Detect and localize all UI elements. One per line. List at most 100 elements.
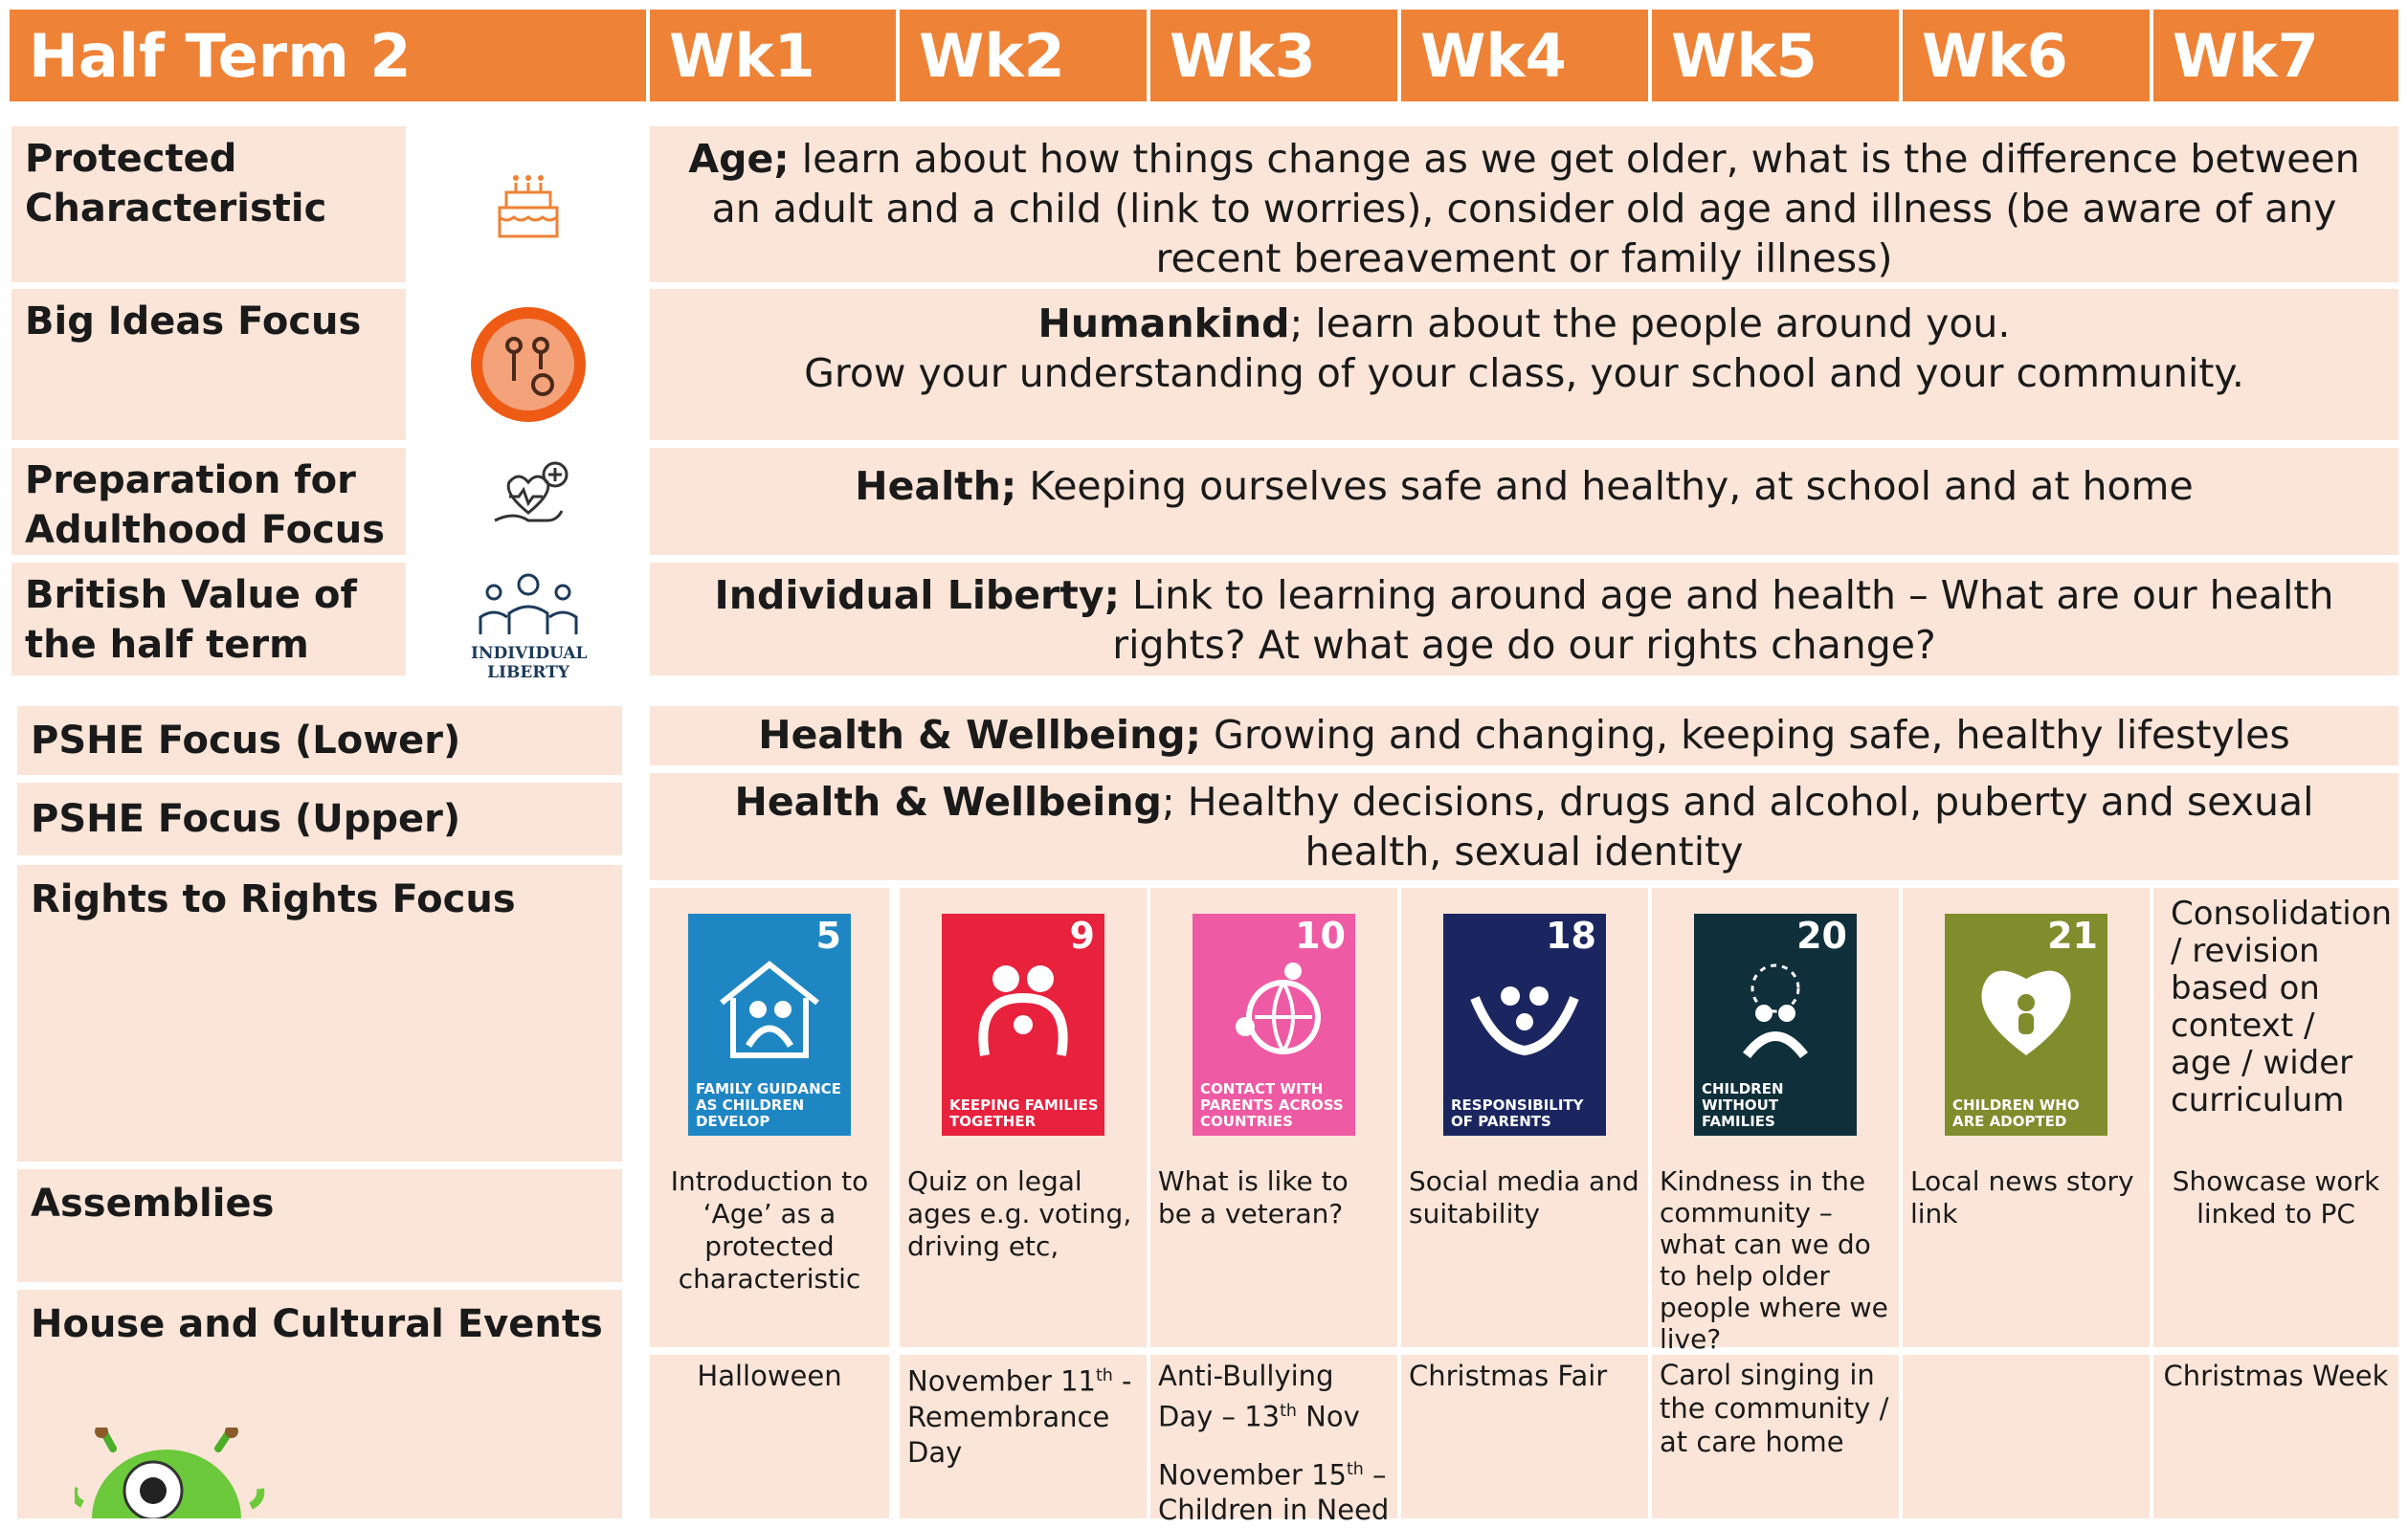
assembly-wk4: Social media and suitability (1401, 1162, 1648, 1347)
article-number: 5 (815, 915, 841, 957)
assembly-wk1: Introduction to ‘Age’ as a protected cha… (650, 1162, 889, 1347)
week-label: Wk7 (2173, 20, 2319, 91)
band-text: Humankind; learn about the people around… (663, 299, 2385, 348)
rights-cell-wk6: 21 Children who are adopted (1903, 888, 2150, 1162)
event-text: Christmas Week (2163, 1360, 2389, 1392)
event-wk1: Halloween (650, 1355, 889, 1518)
label-preparation-adulthood: Preparation for Adulthood Focus (11, 448, 406, 555)
article-caption: Responsibility of parents (1451, 1096, 1584, 1130)
uncrc-article-tile: 20 Children without families (1694, 914, 1857, 1136)
event-wk4: Christmas Fair (1401, 1355, 1648, 1518)
icon-cell-british-value: INDIVIDUAL LIBERTY (413, 563, 643, 687)
event-text: Christmas Fair (1409, 1360, 1608, 1392)
label-text: PSHE Focus (Upper) (31, 797, 461, 841)
label-text: Big Ideas Focus (25, 299, 362, 343)
article-number: 21 (2047, 915, 2098, 957)
label-text: Rights to Rights Focus (31, 877, 516, 921)
event-wk2: November 11th - Remembrance Day (900, 1355, 1147, 1518)
header-title-text: Half Term 2 (29, 20, 412, 91)
week-header-1: Wk1 (650, 10, 896, 101)
uncrc-article-tile: 9 Keeping families together (942, 914, 1104, 1136)
assembly-text: Quiz on legal ages e.g. voting, driving … (907, 1165, 1132, 1262)
band-text: Health & Wellbeing; Healthy decisions, d… (663, 777, 2385, 876)
header-title: Half Term 2 (10, 10, 646, 101)
event-text: Halloween (697, 1360, 842, 1392)
birthday-cake-icon (498, 174, 559, 237)
band-bold: Health & Wellbeing (734, 779, 1162, 825)
label-pshe-upper: PSHE Focus (Upper) (17, 783, 622, 855)
event-wk5: Carol singing in the community / at care… (1652, 1355, 1899, 1518)
ordinal-suffix: th (1280, 1402, 1297, 1421)
label-text: Assemblies (31, 1182, 275, 1226)
band-bold: Health & Wellbeing; (758, 712, 1202, 758)
assembly-text: Kindness in the community – what can we … (1660, 1165, 1888, 1355)
band-body: Link to learning around age and health –… (1112, 572, 2334, 668)
band-body: ; Healthy decisions, drugs and alcohol, … (1161, 779, 2314, 875)
family-house-icon (720, 961, 819, 1058)
rights-cell-wk7: Consolidation / revision based on contex… (2153, 888, 2398, 1162)
family-together-icon (978, 965, 1068, 1056)
band-bold: Age; (688, 136, 790, 182)
week-label: Wk3 (1170, 20, 1316, 91)
article-caption: Contact with parents across countries (1200, 1080, 1344, 1130)
band-text: Age; learn about how things change as we… (663, 134, 2385, 283)
children-without-families-icon (1743, 963, 1808, 1059)
event-wk3: Anti-Bullying Day – 13th Nov November 15… (1150, 1355, 1397, 1526)
individual-liberty-caption: INDIVIDUAL LIBERTY (471, 644, 588, 682)
caring-hands-icon (1470, 986, 1579, 1056)
article-number: 18 (1546, 915, 1596, 957)
uncrc-article-tile: 18 Responsibility of parents (1443, 914, 1606, 1136)
event-wk6 (1903, 1355, 2150, 1518)
band-bold: Individual Liberty; (714, 572, 1120, 618)
event-line: November 15th – Children in Need (1158, 1452, 1390, 1528)
rights-cell-wk5: 20 Children without families (1652, 888, 1899, 1162)
icon-cell-big-ideas (413, 289, 643, 440)
band-body: Keeping ourselves safe and healthy, at s… (1016, 463, 2194, 509)
article-number: 20 (1796, 915, 1847, 957)
article-caption: Children who are adopted (1952, 1096, 2080, 1130)
week-header-5: Wk5 (1652, 10, 1899, 101)
rights-cell-wk4: 18 Responsibility of parents (1401, 888, 1648, 1162)
label-big-ideas: Big Ideas Focus (11, 289, 406, 440)
article-number: 9 (1069, 915, 1095, 957)
band-body: ; learn about the people around you. (1289, 300, 2011, 346)
week-label: Wk5 (1671, 20, 1817, 91)
rights-cell-wk3: 10 Contact with parents across countries (1150, 888, 1397, 1162)
label-assemblies: Assemblies (17, 1169, 622, 1282)
week-header-7: Wk7 (2153, 10, 2398, 101)
label-pshe-lower: PSHE Focus (Lower) (17, 706, 622, 775)
heart-child-icon (1981, 970, 2071, 1055)
icon-cell-protected (413, 126, 643, 282)
band-big-ideas: Humankind; learn about the people around… (650, 289, 2398, 440)
assembly-wk2: Quiz on legal ages e.g. voting, driving … (900, 1162, 1147, 1347)
week-label: Wk2 (919, 20, 1065, 91)
ordinal-suffix: th (1346, 1459, 1364, 1479)
band-pshe-upper: Health & Wellbeing; Healthy decisions, d… (650, 773, 2398, 880)
monster-mascot-icon (75, 1428, 265, 1518)
week-header-6: Wk6 (1903, 10, 2150, 101)
week-header-3: Wk3 (1150, 10, 1397, 101)
label-text: Preparation for Adulthood Focus (25, 458, 386, 552)
assembly-wk7: Showcase work linked to PC (2153, 1162, 2398, 1347)
globe-family-icon (1236, 963, 1321, 1054)
band-body-line2: Grow your understanding of your class, y… (804, 350, 2244, 396)
band-pshe-lower: Health & Wellbeing; Growing and changing… (650, 706, 2398, 765)
band-bold: Humankind (1037, 300, 1290, 346)
article-caption: Keeping families together (949, 1096, 1099, 1130)
rights-cell-wk1: 5 Family guidance as children develop (650, 888, 889, 1162)
band-bold: Health; (855, 463, 1017, 509)
label-text: British Value of the half term (25, 573, 357, 667)
assembly-text: Introduction to ‘Age’ as a protected cha… (670, 1165, 869, 1295)
event-text: Nov (1296, 1400, 1360, 1433)
uncrc-article-tile: 21 Children who are adopted (1945, 914, 2107, 1136)
assembly-wk6: Local news story link (1903, 1162, 2150, 1347)
article-number: 10 (1295, 915, 1346, 957)
band-text: Individual Liberty; Link to learning aro… (663, 570, 2385, 670)
band-text: Health; Keeping ourselves safe and healt… (663, 461, 2385, 511)
band-adulthood: Health; Keeping ourselves safe and healt… (650, 448, 2398, 555)
assembly-wk5: Kindness in the community – what can we … (1652, 1162, 1899, 1355)
week-label: Wk1 (669, 20, 815, 91)
assembly-text: What is like to be a veteran? (1158, 1165, 1349, 1229)
event-line: Anti-Bullying Day – 13th Nov (1158, 1359, 1390, 1435)
icon-cell-adulthood (413, 448, 643, 555)
